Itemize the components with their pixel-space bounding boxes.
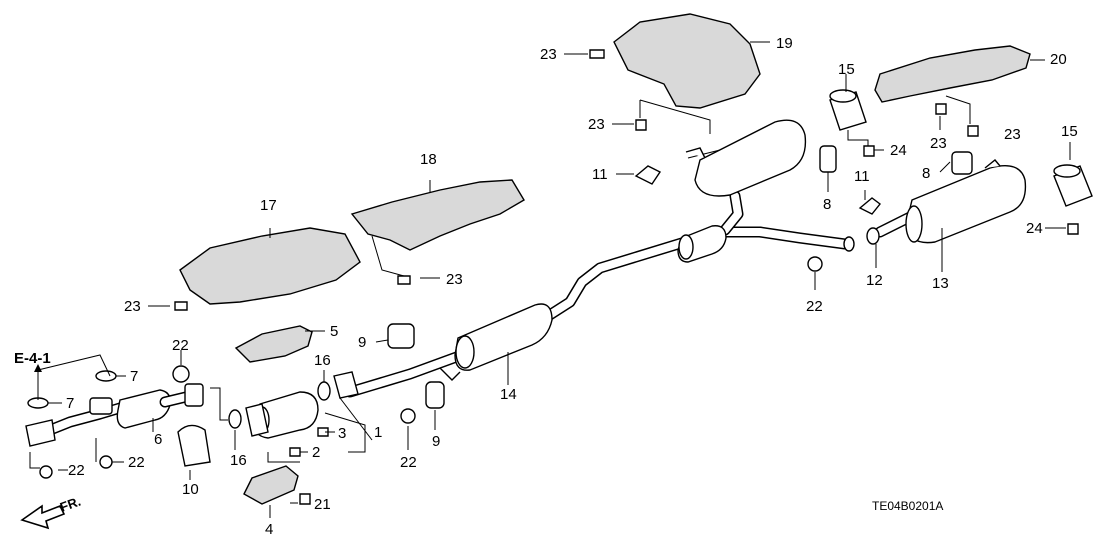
mid-resonator: [677, 225, 727, 263]
part-label-7b: 7: [66, 395, 74, 412]
part-label-22b: 22: [68, 462, 85, 479]
part-label-8b: 8: [922, 165, 930, 182]
part-label-24b: 24: [1026, 220, 1043, 237]
front-direction-arrow: FR.: [20, 494, 83, 530]
part-label-1: 1: [374, 424, 382, 441]
part-label-10: 10: [182, 481, 199, 498]
stay-11a: [634, 165, 662, 185]
part-label-19: 19: [776, 35, 793, 52]
part-label-22a: 22: [172, 337, 189, 354]
part-label-16a: 16: [314, 352, 331, 369]
part-label-15b: 15: [1061, 123, 1078, 140]
hanger-8a: [819, 145, 837, 173]
part-label-17: 17: [260, 197, 277, 214]
part-label-16b: 16: [230, 452, 247, 469]
stay-11b: [858, 197, 881, 215]
bolts: [174, 49, 1079, 505]
part-label-9b: 9: [432, 433, 440, 450]
front-pipe: [25, 383, 204, 447]
diagram-code: TE04B0201A: [872, 499, 943, 513]
part-label-9a: 9: [358, 334, 366, 351]
hangers: [177, 145, 973, 467]
gaskets-nuts: [27, 227, 880, 479]
part-label-23e: 23: [930, 135, 947, 152]
part-label-4: 4: [265, 521, 273, 538]
part-label-23c: 23: [540, 46, 557, 63]
hanger-8b: [951, 151, 973, 175]
right-silencer: [905, 159, 1027, 272]
part-label-6: 6: [154, 431, 162, 448]
center-resonator: [439, 303, 553, 385]
part-label-21: 21: [314, 496, 331, 513]
part-label-11b: 11: [854, 168, 870, 185]
heat-shield-5: [234, 325, 313, 363]
part-label-20: 20: [1050, 51, 1067, 68]
part-label-22e: 22: [806, 298, 823, 315]
part-label-15a: 15: [838, 61, 855, 78]
part-label-23d: 23: [588, 116, 605, 133]
part-label-8a: 8: [823, 196, 831, 213]
heat-shield-19: [613, 13, 761, 109]
part-label-23a: 23: [124, 298, 141, 315]
part-label-22c: 22: [128, 454, 145, 471]
part-label-2: 2: [312, 444, 320, 461]
part-label-7a: 7: [130, 368, 138, 385]
reference-label: E-4-1: [14, 350, 51, 367]
heat-shield-18: [350, 179, 525, 251]
part-label-18: 18: [420, 151, 437, 168]
part-label-24a: 24: [890, 142, 907, 159]
reference-arrow-head: [34, 364, 42, 372]
part-label-12: 12: [866, 272, 883, 289]
hanger-9a: [387, 323, 415, 349]
heat-shield-17: [179, 227, 361, 305]
part-label-22d: 22: [400, 454, 417, 471]
left-silencer: [685, 119, 807, 197]
part-label-3: 3: [338, 425, 346, 442]
heat-shield-4: [243, 465, 299, 505]
tail-finishers: [829, 89, 1093, 207]
part-label-11a: 11: [592, 166, 608, 183]
part-label-23b: 23: [446, 271, 463, 288]
hanger-9b: [425, 381, 445, 409]
part-label-23f: 23: [1004, 126, 1021, 143]
catalytic-converter: [245, 371, 359, 439]
part-label-13: 13: [932, 275, 949, 292]
part-label-5: 5: [330, 323, 338, 340]
part-label-14: 14: [500, 386, 517, 403]
part-labels: 1 2 3 4 5 6 7 7 8 8 9 9 10 11 11 12 13 1…: [66, 35, 1078, 538]
bracket-10: [177, 424, 211, 467]
heat-shield-20: [874, 45, 1031, 103]
front-marker-label: FR.: [58, 494, 83, 515]
exhaust-pipe: [344, 190, 918, 398]
